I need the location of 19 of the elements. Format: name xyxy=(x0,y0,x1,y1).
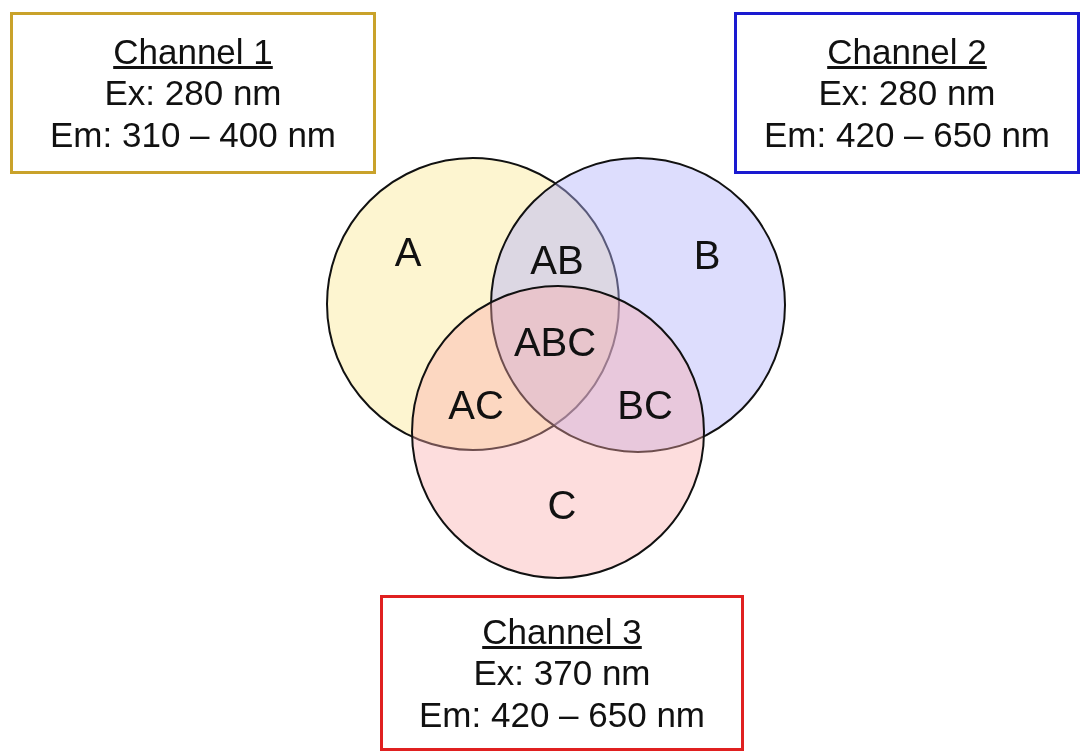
overlap-label: ABC xyxy=(513,319,597,365)
channel-box xyxy=(734,12,1080,174)
overlap-label: BC xyxy=(617,382,673,428)
wavelength-text: Em: 420 – 650 nm xyxy=(419,693,705,735)
channel-heading: Channel 2 xyxy=(827,31,987,73)
wavelength-text: Ex: 280 nm xyxy=(104,72,282,114)
wavelength-text: Ex: 280 nm xyxy=(818,72,996,114)
channel-box xyxy=(10,12,376,174)
wavelength-text: Ex: 370 nm xyxy=(473,652,651,694)
set-label: B xyxy=(693,232,721,278)
wavelength-text: Em: 310 – 400 nm xyxy=(50,113,336,155)
channel-box xyxy=(380,595,744,751)
overlap-label: AB xyxy=(530,237,584,283)
set-label: C xyxy=(547,482,577,528)
set-label: A xyxy=(394,229,422,275)
wavelength-text: Em: 420 – 650 nm xyxy=(764,113,1050,155)
overlap-label: AC xyxy=(448,382,504,428)
channel-heading: Channel 3 xyxy=(482,611,642,653)
channel-heading: Channel 1 xyxy=(113,31,273,73)
